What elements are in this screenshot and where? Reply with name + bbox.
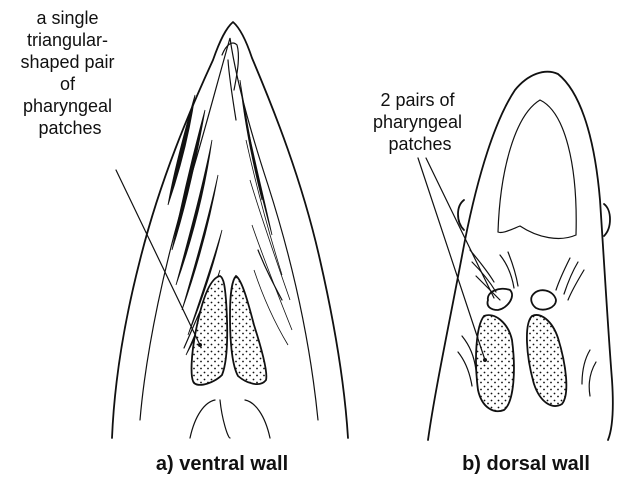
- dorsal-leader-dot: [483, 358, 487, 362]
- dorsal-lower-patch-right: [527, 315, 566, 406]
- ventral-patch-right: [230, 276, 266, 384]
- ventral-inner-outline: [140, 38, 318, 420]
- ventral-patch-label: a single triangular- shaped pair of phar…: [20, 8, 119, 138]
- ventral-tip-detail: [222, 43, 238, 120]
- ventral-leader-dot: [198, 343, 202, 347]
- dorsal-upper-patch-right: [531, 290, 556, 309]
- ventral-wall-diagram: a single triangular- shaped pair of phar…: [20, 8, 348, 475]
- dorsal-inner-arch: [498, 100, 576, 238]
- dorsal-label-leader-2: [426, 158, 494, 298]
- dorsal-wall-diagram: 2 pairs of pharyngeal patches b) dorsal …: [373, 72, 613, 475]
- ventral-wall-caption: a) ventral wall: [156, 453, 288, 475]
- dorsal-patch-label: 2 pairs of pharyngeal patches: [373, 90, 467, 154]
- dorsal-lower-patch-left: [476, 315, 514, 411]
- ventral-base-detail: [190, 400, 270, 438]
- dorsal-right-ear: [604, 204, 610, 236]
- ventral-patch-left: [192, 276, 228, 385]
- dorsal-wall-caption: b) dorsal wall: [462, 453, 590, 475]
